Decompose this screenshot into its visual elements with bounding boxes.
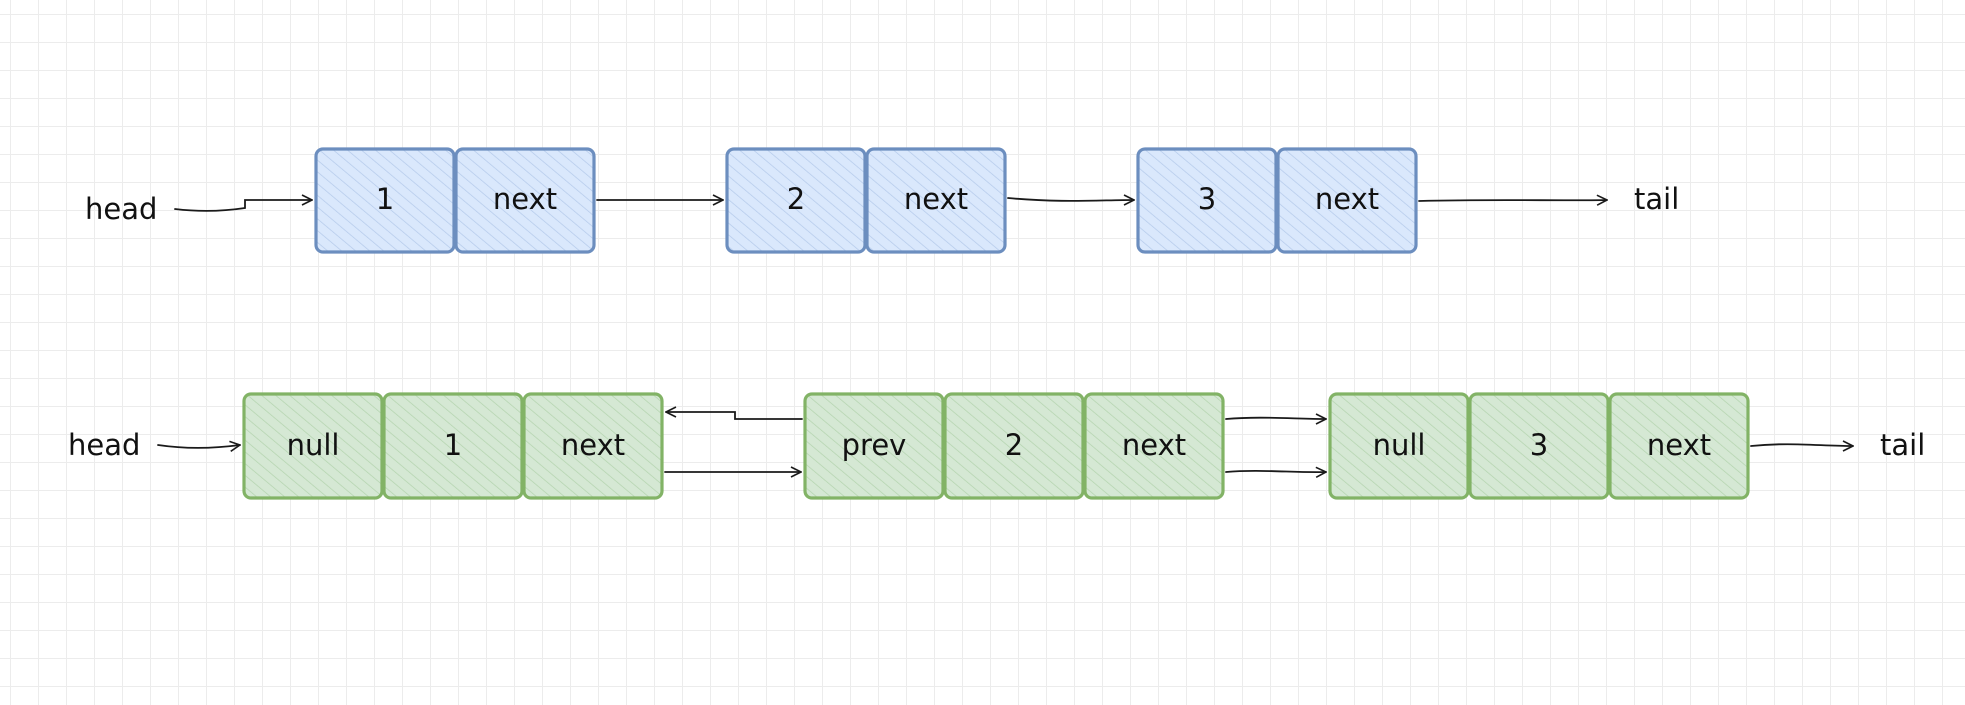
singly-tail-arrow [1418,194,1608,206]
singly-node-1-value-cell [314,147,456,254]
doubly-tail-label: tail [1880,428,1925,462]
doubly-node-3-prev: null [1373,428,1426,462]
singly-node-3-next-cell [1276,147,1418,254]
singly-linked-list: head tail 1 next 2 next 3 next [85,147,1679,254]
doubly-node-2-next: next [1122,428,1186,462]
doubly-node-3-value: 3 [1530,428,1548,462]
doubly-node-3-value-cell [1468,392,1610,500]
doubly-forward-arrow-2-3-lower [1225,466,1327,479]
doubly-tail-arrow [1750,440,1854,452]
singly-node-2-next-cell [865,147,1007,254]
singly-node-1-next: next [493,182,557,216]
doubly-node-2: prev 2 next [803,392,1225,500]
doubly-head-arrow [157,440,241,452]
singly-tail-label: tail [1634,182,1679,216]
doubly-node-1-prev-cell [242,392,384,500]
singly-node-3: 3 next [1136,147,1418,254]
singly-node-2-value: 2 [787,182,805,216]
doubly-node-3-prev-cell [1328,392,1470,500]
singly-node-3-next: next [1315,182,1379,216]
doubly-node-2-prev: prev [842,428,907,462]
doubly-head-label: head [68,428,140,462]
singly-node-1-value: 1 [376,182,394,216]
singly-head-label: head [85,192,157,226]
doubly-node-2-next-cell [1083,392,1225,500]
singly-node-3-value-cell [1136,147,1278,254]
doubly-node-1-value: 1 [444,428,462,462]
singly-node-1: 1 next [314,147,596,254]
doubly-node-3-next: next [1647,428,1711,462]
doubly-node-1: null 1 next [242,392,664,500]
singly-node-3-value: 3 [1198,182,1216,216]
doubly-node-1-value-cell [382,392,524,500]
doubly-linked-list: head tail null 1 next prev 2 next null 3… [68,392,1925,500]
singly-node-2-next: next [904,182,968,216]
doubly-node-1-prev: null [287,428,340,462]
singly-node-2-value-cell [725,147,867,254]
doubly-node-3: null 3 next [1328,392,1750,500]
doubly-node-1-next-cell [522,392,664,500]
doubly-node-3-next-cell [1608,392,1750,500]
doubly-node-2-prev-cell [803,392,945,500]
singly-head-arrow [174,194,313,212]
singly-node-2: 2 next [725,147,1007,254]
doubly-forward-arrow-2-3-upper [1225,413,1327,425]
doubly-back-arrow-2-1 [665,406,803,420]
singly-link-arrow-2-3 [1007,194,1135,206]
singly-node-1-next-cell [454,147,596,254]
doubly-node-2-value: 2 [1005,428,1023,462]
doubly-node-1-next: next [561,428,625,462]
doubly-node-2-value-cell [943,392,1085,500]
